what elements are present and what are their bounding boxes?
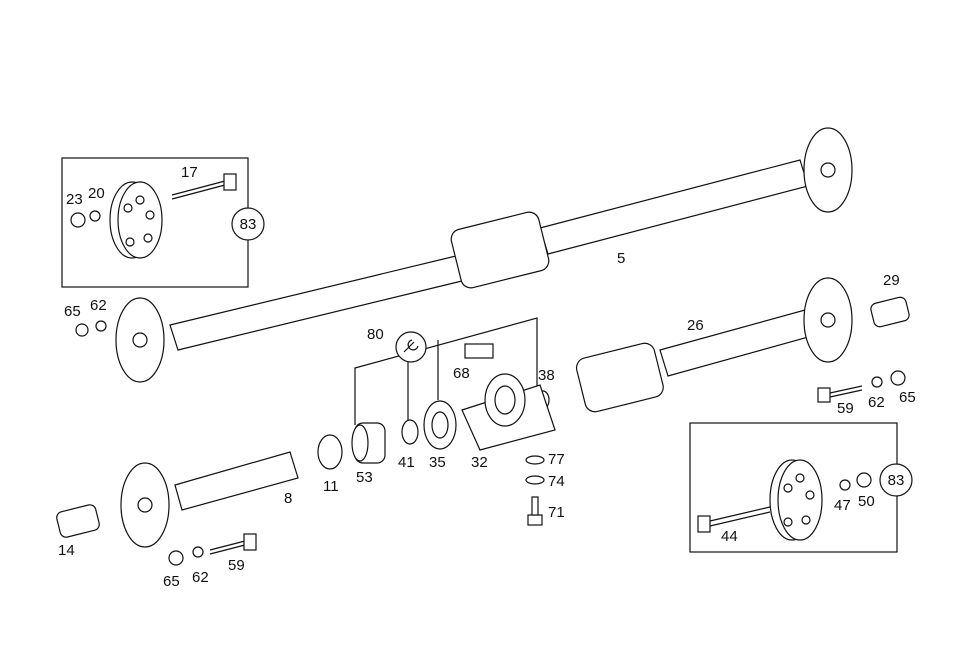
callout-44: 44 [721,528,738,545]
callout-65-right: 65 [899,389,916,406]
callout-32: 32 [471,454,488,471]
spring-washer-74-part [525,475,545,485]
nut-23-part [70,212,86,228]
callout-5: 5 [617,250,625,267]
callout-65-bottom: 65 [163,573,180,590]
bolt-59-bottom-part [209,533,257,555]
callout-74: 74 [548,473,565,490]
flex-disc-top-detail [109,181,163,259]
washer-47-part [839,479,851,491]
callout-14: 14 [58,542,75,559]
callout-59-bottom: 59 [228,557,245,574]
bolt-59-right-part [817,385,863,403]
callout-50: 50 [858,493,875,510]
bolt-71-part [527,496,543,526]
washer-77-part [525,455,545,465]
callout-83-top: 83 [240,216,257,233]
callout-65-left: 65 [64,303,81,320]
group-bracket-80 [354,317,538,425]
callout-26: 26 [687,317,704,334]
bearing-35-part [423,400,457,450]
callout-77: 77 [548,451,565,468]
shaft-26-part [575,277,853,413]
washer-20-part [89,210,101,222]
ring-41-part [401,419,419,445]
callout-71: 71 [548,504,565,521]
callout-17: 17 [181,164,198,181]
bolt-17-part [171,173,237,200]
callout-35: 35 [429,454,446,471]
wrench-icon [395,331,427,363]
callout-80: 80 [367,326,384,343]
callout-53: 53 [356,469,373,486]
flex-disc-bottom-detail [769,459,823,541]
shaft-5-part [115,127,853,383]
callout-23: 23 [66,191,83,208]
callout-62-bottom: 62 [192,569,209,586]
callout-47: 47 [834,497,851,514]
nut-65-bottom-part [168,550,184,566]
washer-62-left-part [95,320,107,332]
nut-11-part [317,434,343,470]
ref-circle-83-top [231,207,265,241]
washer-62-bottom-part [192,546,204,558]
bolt-44-part [697,506,771,533]
callout-20: 20 [88,185,105,202]
callout-83-bottom: 83 [888,472,905,489]
callout-11: 11 [323,478,339,495]
sleeve-29-part [870,296,910,328]
nut-50-part [856,472,872,488]
callout-62-right: 62 [868,394,885,411]
callout-29: 29 [883,272,900,289]
sleeve-14-part [56,504,100,538]
callout-38: 38 [538,367,555,384]
callout-62-left: 62 [90,297,107,314]
clip-68-part [464,343,494,359]
callout-59-right: 59 [837,400,854,417]
callout-41: 41 [398,454,415,471]
callout-8: 8 [284,490,292,507]
nut-65-left-part [75,323,89,337]
washer-62-right-part [871,376,883,388]
ref-circle-83-bottom [879,463,913,497]
callout-68: 68 [453,365,470,382]
sleeve-53-part [351,422,386,464]
bearing-support-32-part [461,373,556,451]
nut-65-right-part [890,370,906,386]
shaft-8-part [120,451,299,548]
